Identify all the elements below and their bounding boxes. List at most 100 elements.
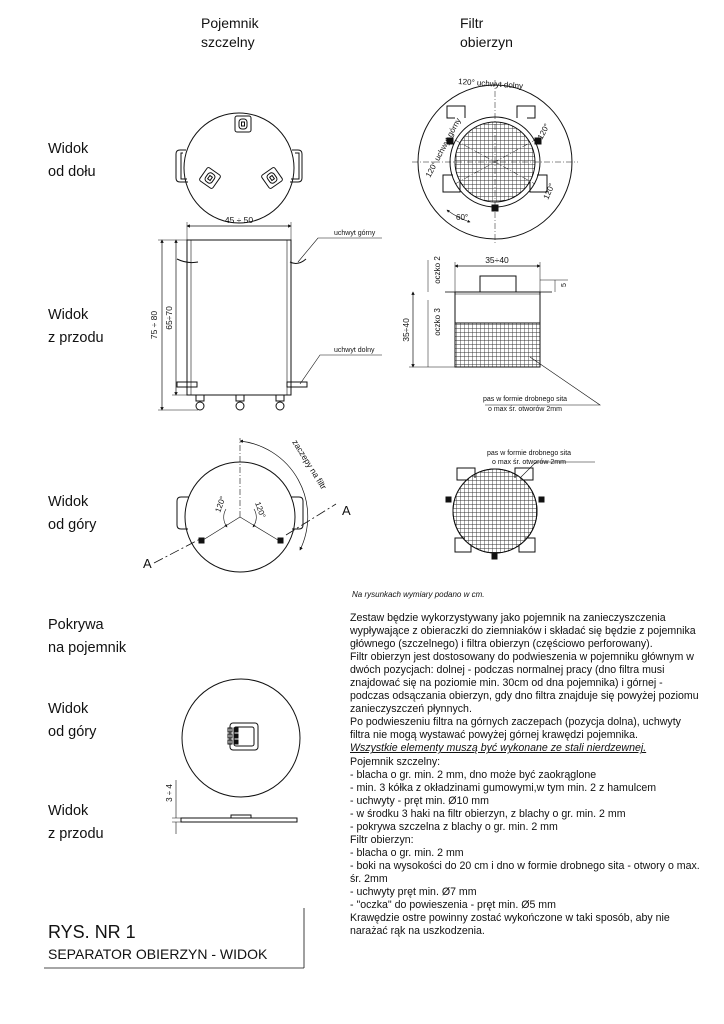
- view-label-line: od góry: [48, 517, 97, 533]
- lid-profile: [180, 817, 298, 823]
- view-label-bottom: Widok od dołu: [48, 138, 96, 184]
- filter-handle: [454, 537, 472, 553]
- hook-marker: [538, 496, 545, 503]
- view-label-line: Pokrywa: [48, 617, 104, 633]
- label-hooks: zaczepy na filtr: [290, 438, 329, 492]
- view-label-lid: Pokrywa na pojemnik: [48, 614, 126, 660]
- hook-marker: [534, 137, 542, 145]
- label-sieve-band: pas w formie drobnego sita: [487, 450, 571, 457]
- handle-left: [176, 496, 189, 530]
- dim-filter-height: 35÷40: [401, 318, 411, 342]
- filter-bottom-view: [412, 80, 578, 244]
- filter-handle: [516, 105, 536, 119]
- lid-top-view: [181, 678, 301, 798]
- header-line: Pojemnik: [201, 15, 259, 31]
- handle-bottom-right: [286, 381, 308, 388]
- title-block-frame: [44, 908, 305, 969]
- angle-label: 120°: [542, 182, 557, 201]
- spec-line: - uchwyty pręt min. Ø7 mm: [350, 885, 477, 898]
- filter-handle: [442, 174, 461, 193]
- dim-lid-height: 3 ÷ 4: [165, 784, 174, 802]
- description-paragraph: Zestaw będzie wykorzystywany jako pojemn…: [350, 612, 696, 651]
- dim-filter-width: 35÷40: [485, 255, 509, 265]
- spec-line: - "oczka" do powieszenia - pręt min. Ø5 …: [350, 899, 556, 912]
- wheel-icon: [195, 394, 205, 411]
- dim-container-height-total: 75 ÷ 80: [149, 311, 159, 340]
- dim-container-width: 45 ÷ 50: [225, 215, 254, 225]
- description-paragraph: Filtr obierzyn jest dostosowany do podwi…: [350, 651, 699, 716]
- dimensions-note: Na rysunkach wymiary podano w cm.: [352, 590, 485, 599]
- spec-line: - w środku 3 haki na filtr obierzyn, z b…: [350, 807, 626, 820]
- label-sieve-holes: o max śr. otworów 2mm: [492, 459, 566, 466]
- filter-top-view: [445, 461, 595, 560]
- lid-circle: [181, 678, 301, 798]
- container-bottom-circle: [183, 112, 295, 224]
- hook-marker: [198, 537, 205, 544]
- drawing-number: RYS. NR 1: [48, 922, 136, 942]
- stainless-steel-note: Wszystkie elementy muszą być wykonane ze…: [350, 742, 647, 755]
- view-label-line: Widok: [48, 494, 89, 510]
- description-block: Zestaw będzie wykorzystywany jako pojemn…: [350, 612, 700, 938]
- handle-top-right: [289, 258, 307, 264]
- wheel-icon: [261, 167, 283, 189]
- view-label-line: Widok: [48, 701, 89, 717]
- wheel-icon: [234, 115, 252, 133]
- container-top-view: [153, 438, 337, 573]
- spec-line: - blacha o gr. min. 2 mm: [350, 846, 464, 859]
- header-line: Filtr: [460, 15, 484, 31]
- view-label-line: Widok: [48, 803, 89, 819]
- angle-label: 120°: [213, 495, 227, 514]
- label-sieve-band: pas w formie drobnego sita: [483, 396, 567, 403]
- dim-container-height-body: 65÷70: [164, 306, 174, 330]
- spec-line: Pojemnik szczelny:: [350, 755, 441, 768]
- angle-label: 120°: [253, 501, 267, 520]
- view-label-line: na pojemnik: [48, 640, 127, 656]
- handle-right: [290, 149, 303, 183]
- hook-marker: [445, 496, 452, 503]
- label-sieve-holes: o max śr. otworów 2mm: [488, 406, 562, 413]
- view-label-line: Widok: [48, 307, 89, 323]
- section-marker-a: A: [143, 556, 152, 571]
- view-label-line: z przodu: [48, 826, 104, 842]
- container-bottom-view: [175, 112, 303, 224]
- hook-marker: [446, 137, 454, 145]
- description-paragraph: Po podwieszeniu filtra na górnych zaczep…: [350, 716, 681, 742]
- filter-mesh-band: [454, 322, 541, 368]
- filter-handle: [479, 275, 517, 292]
- wheel-icon: [275, 394, 285, 411]
- wheel-icon: [235, 394, 245, 411]
- label-hole-2: oczko 2: [433, 256, 442, 284]
- view-label-line: od góry: [48, 724, 97, 740]
- view-label-front: Widok z przodu: [48, 304, 104, 350]
- dim-filter-side: 5: [561, 283, 568, 287]
- label-handle-bottom: uchwyt dolny: [334, 347, 375, 354]
- filter-handle: [529, 174, 548, 193]
- column-header-filter: Filtr obierzyn: [460, 14, 513, 52]
- label-hole-3: oczko 3: [433, 308, 442, 336]
- spec-line: - boki na wysokości do 20 cm i dno w for…: [350, 859, 700, 885]
- lid-front-view: [172, 780, 298, 834]
- handle-top-left: [176, 258, 199, 264]
- hook-marker: [277, 537, 284, 544]
- label-handle-top: uchwyt górny: [334, 230, 376, 237]
- view-label-line: od dołu: [48, 164, 96, 180]
- view-label-line: Widok: [48, 141, 89, 157]
- view-label-line: z przodu: [48, 330, 104, 346]
- label-angle-bottom-handle: 120° uchwyt dolny: [458, 77, 523, 91]
- header-line: szczelny: [201, 34, 255, 50]
- header-line: obierzyn: [460, 34, 513, 50]
- filter-handle: [518, 537, 536, 553]
- spec-line: Krawędzie ostre powinny zostać wykończon…: [350, 912, 670, 938]
- spec-line: Filtr obierzyn:: [350, 833, 414, 846]
- angle-label: 120°: [536, 122, 552, 141]
- spec-line: - uchwyty - pręt min. Ø10 mm: [350, 794, 489, 807]
- wheel-icon: [199, 167, 221, 189]
- filter-handle: [456, 467, 476, 481]
- view-label-lid-front: Widok z przodu: [48, 800, 104, 846]
- filter-front-view: [409, 260, 601, 406]
- section-marker-a: A: [342, 503, 351, 518]
- angle-label: 60°: [456, 213, 468, 222]
- filter-handle: [514, 467, 534, 481]
- handle-left: [175, 149, 188, 183]
